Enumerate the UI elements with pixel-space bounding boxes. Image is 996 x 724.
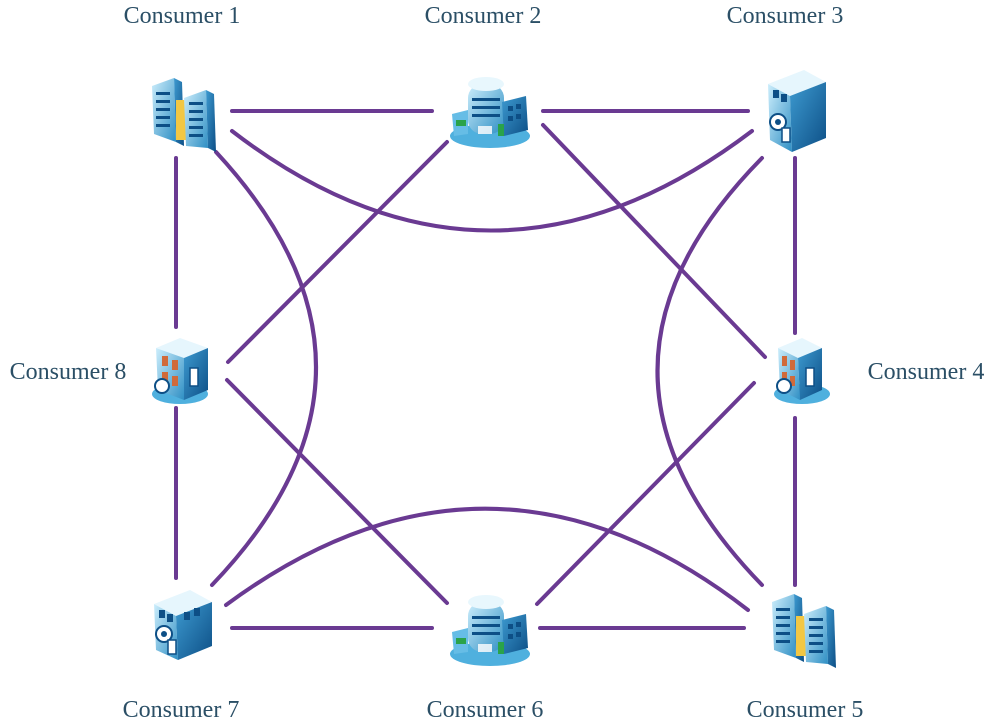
edge-c1-c3 <box>230 129 754 233</box>
edge-c2-c4 <box>541 123 767 359</box>
edge-c5-c7 <box>224 506 750 612</box>
node-label-c3: Consumer 3 <box>727 3 844 29</box>
shop-building-icon <box>152 338 208 404</box>
node-label-c4: Consumer 4 <box>868 359 985 385</box>
edge-c1-c7 <box>210 150 318 587</box>
node-label-c8: Consumer 8 <box>10 359 127 385</box>
edge-c2-c8 <box>226 140 449 364</box>
office-towers-icon <box>772 594 836 668</box>
bank-building-icon <box>154 590 212 660</box>
office-towers-icon <box>152 78 216 152</box>
node-label-c6: Consumer 6 <box>427 697 544 723</box>
node-label-c5: Consumer 5 <box>747 697 864 723</box>
corporate-building-icon <box>450 595 530 666</box>
bank-building-icon <box>768 70 826 152</box>
node-label-c1: Consumer 1 <box>124 3 241 29</box>
edge-c4-c6 <box>535 381 756 606</box>
edge-c6-c8 <box>225 378 449 605</box>
node-label-c2: Consumer 2 <box>425 3 542 29</box>
connection-lines <box>174 109 797 630</box>
node-label-c7: Consumer 7 <box>123 697 240 723</box>
shop-building-icon <box>774 338 830 404</box>
corporate-building-icon <box>450 77 530 148</box>
edge-c3-c5 <box>655 156 764 587</box>
